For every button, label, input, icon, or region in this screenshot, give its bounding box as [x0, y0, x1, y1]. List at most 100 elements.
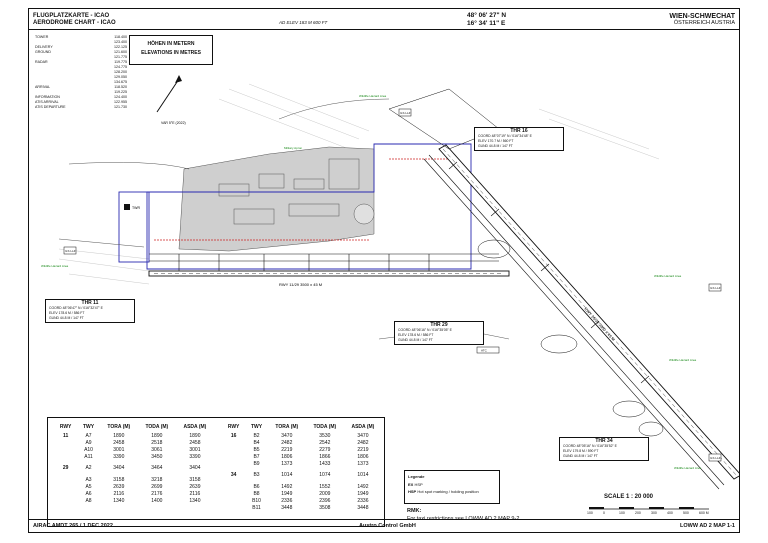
table-cell: 2518: [151, 439, 163, 446]
table-cell: 3450: [151, 453, 163, 460]
table-cell: 2336: [357, 497, 369, 504]
table-cell: 3404: [113, 465, 125, 471]
table-cell: 3508: [319, 504, 331, 511]
table-cell: 2639: [113, 483, 125, 490]
frequency-value: 121.600: [114, 50, 127, 54]
airport-country: ÖSTERREICH AUSTRIA: [673, 20, 735, 26]
table-cell: 2219: [281, 446, 293, 453]
table-cell: 2176: [151, 490, 163, 497]
table-cell: 3001: [113, 446, 125, 453]
legend-hsp-desc: Hot spot marking / holding position: [417, 489, 479, 494]
frequency-row: 128.200: [35, 70, 127, 75]
table-cell: 1949: [357, 490, 369, 497]
runway-cell: [222, 504, 245, 511]
scale-tick-label: 100: [587, 511, 593, 515]
table-cell: A3: [85, 476, 92, 483]
table-header: TORA (M): [107, 424, 131, 430]
table-cell: A2: [85, 465, 92, 471]
wildlife-label-west: Wildlife Hazard Area: [41, 264, 69, 268]
table-cell: 1806: [357, 453, 369, 460]
table-cell: 2336: [281, 497, 293, 504]
table-header: TWY: [82, 424, 95, 430]
elevation-note-en: ELEVATIONS IN METRES: [141, 50, 201, 56]
table-header: TWY: [250, 424, 263, 430]
atc-box: ATC: [481, 349, 488, 353]
table-header: TODA (M): [313, 424, 337, 430]
table-cell: 3448: [281, 504, 293, 511]
runway-cell: [54, 446, 77, 453]
threshold-34-elev: ELEV 179.8 M / 590 FT: [563, 449, 599, 453]
runway-cell: [222, 439, 245, 446]
threshold-16-gund: GUND 44.8 M / 147 FT: [478, 144, 513, 148]
frequency-value: 118.520: [114, 85, 127, 89]
elevation-note-de: HÖHEN IN METERN: [147, 41, 195, 47]
frequency-service: GROUND: [35, 50, 51, 54]
threshold-29-elev: ELEV 178.6 M / 586 FT: [398, 333, 434, 337]
table-cell: B3: [253, 472, 260, 478]
threshold-34-title: THR 34: [595, 438, 613, 444]
threshold-11-title: THR 11: [81, 300, 99, 306]
threshold-29-gund: GUND 44.8 M / 147 FT: [398, 338, 433, 342]
table-cell: A10: [84, 446, 93, 453]
arp-latitude: 48° 06' 27" N: [467, 12, 507, 19]
table-row: A9 2458 2518 2458: [54, 439, 214, 446]
table-cell: 2458: [113, 439, 125, 446]
threshold-box-11: THR 11 COORD 48°06'47" N / 016°32'47" E …: [45, 299, 135, 323]
table-cell: 1340: [189, 497, 201, 504]
table-cell: 1074: [319, 472, 331, 478]
table-cell: B2: [253, 432, 260, 439]
military-apron-label: Military Apron: [284, 146, 303, 150]
frequency-service: ATIS DEPARTURE: [35, 105, 66, 109]
magnetic-variation: VAR 5°E (2022): [161, 121, 186, 125]
tower-label: TWR: [132, 206, 140, 210]
table-header: RWY: [227, 424, 240, 430]
ils-llz-south: ILS LLZ: [710, 456, 721, 460]
table-cell: 2219: [357, 446, 369, 453]
table-cell: A9: [85, 439, 92, 446]
navaid-boxes: ILS LLZ ILS LLZ ILS LLZ ILS LLZ ATC: [63, 108, 722, 462]
table-cell: 1890: [151, 432, 163, 439]
table-cell: 2639: [189, 483, 201, 490]
table-cell: B7: [253, 453, 260, 460]
ils-llz-east: ILS LLZ: [710, 286, 721, 290]
table-cell: 3390: [189, 453, 201, 460]
runway-16-34: RWY 16/34 3600 x 45 M: [438, 144, 739, 480]
airport-name: WIEN-SCHWECHAT: [669, 13, 735, 20]
table-cell: 2482: [281, 439, 293, 446]
table-cell: 1400: [151, 497, 163, 504]
tower: TWR: [124, 204, 140, 210]
table-header: ASDA (M): [351, 424, 375, 430]
runway-cell: 29: [62, 465, 69, 471]
table-cell: 1492: [281, 483, 293, 490]
ils-llz-west: ILS LLZ: [65, 249, 76, 253]
threshold-29-coord: COORD 48°06'16" N / 016°35'05" E: [398, 328, 452, 332]
runway-cell: [222, 497, 245, 504]
threshold-16-coord: COORD 48°07'19" N / 016°34'48" E: [478, 134, 532, 138]
scale-tick-label: 300: [651, 511, 657, 515]
runway-cell: [54, 476, 77, 483]
table-cell: 2458: [189, 439, 201, 446]
threshold-16-elev: ELEV 170.7 M / 560 FT: [478, 139, 514, 143]
runway-cell: [54, 490, 77, 497]
runway-cell: [54, 497, 77, 504]
frequency-value: 124.775: [114, 65, 127, 69]
scale-tick-label: 100: [619, 511, 625, 515]
aerodrome-elevation: AD ELEV 183 M 600 FT: [279, 20, 328, 25]
table-header: TORA (M): [275, 424, 299, 430]
threshold-box-29: THR 29 COORD 48°06'16" N / 016°35'05" E …: [394, 321, 484, 345]
chart-title-de: FLUGPLATZKARTE - ICAO: [33, 13, 110, 19]
